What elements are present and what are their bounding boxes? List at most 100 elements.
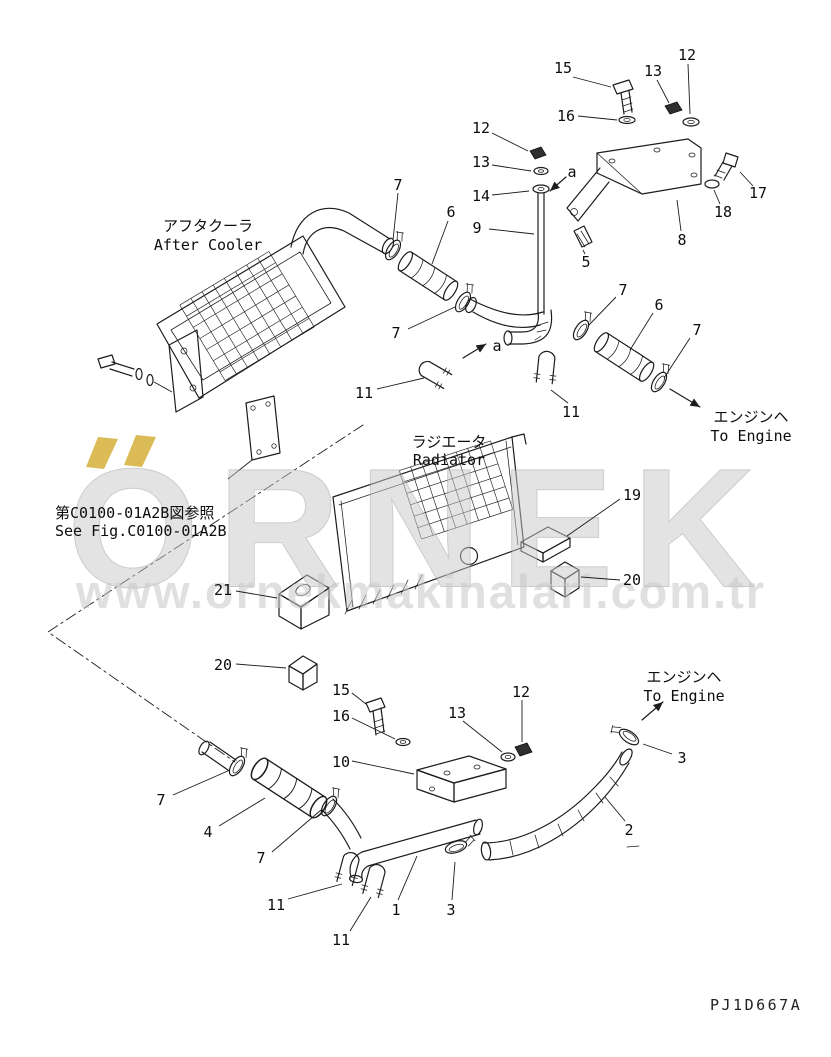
radiator-drawing	[332, 433, 527, 615]
callout-17: 17	[749, 184, 767, 202]
view-marker-a-top: a	[567, 163, 576, 181]
callout-9: 9	[472, 219, 481, 237]
diagram-line-art	[47, 79, 739, 899]
callout-5: 5	[581, 253, 590, 271]
to-engine-arrow-top	[669, 388, 701, 408]
callout-13: 13	[472, 153, 490, 171]
after-cooler-drawing	[97, 207, 395, 413]
callout-12: 12	[678, 46, 696, 64]
leader-line-20	[580, 576, 621, 581]
leader-line-9	[488, 228, 535, 235]
callout-12: 12	[472, 119, 490, 137]
leader-line-11	[349, 896, 372, 932]
radiator-label-en: Radiator	[413, 451, 485, 469]
mount-block-20-left	[288, 655, 318, 691]
view-arrow-a-top	[549, 176, 567, 192]
leader-line-14	[491, 190, 530, 196]
leader-line-11	[550, 389, 569, 404]
leader-line-18	[713, 189, 721, 205]
hose-2	[480, 748, 640, 861]
leader-line-8	[676, 199, 682, 232]
after-cooler-label-jp: アフタクーラ	[163, 217, 253, 235]
callout-11: 11	[332, 931, 350, 949]
rod-9-assembly	[529, 146, 550, 315]
pipe-bend	[321, 798, 362, 850]
callout-16: 16	[557, 107, 575, 125]
pipe-1	[348, 818, 483, 884]
hose-clamp-3	[608, 720, 642, 750]
washer-12-top	[682, 117, 700, 127]
watermark: ORNEK www.ornekmakinalari.com.tr	[67, 433, 764, 623]
callout-10: 10	[332, 753, 350, 771]
leader-line-2	[604, 796, 626, 822]
leader-line-15	[351, 692, 367, 705]
hose-6	[394, 249, 462, 303]
leader-line-10	[351, 760, 415, 775]
callout-6: 6	[654, 296, 663, 314]
to-engine-bottom-label-jp: エンジンヘ	[646, 668, 721, 686]
callout-15: 15	[332, 681, 350, 699]
washer-13-bottom	[500, 752, 516, 762]
callout-18: 18	[714, 203, 732, 221]
leader-line-7	[172, 769, 231, 796]
mount-block-19	[520, 526, 571, 563]
to-engine-bottom-label-en: To Engine	[643, 687, 724, 705]
connecting-pipe	[465, 296, 544, 329]
callout-13: 13	[448, 704, 466, 722]
pipe-elbow	[503, 309, 553, 346]
mount-block-20-right	[550, 561, 580, 598]
nut-13-top	[664, 101, 683, 115]
drawing-code: PJ1D667A	[710, 996, 802, 1014]
callout-13: 13	[644, 62, 662, 80]
bolt-17	[704, 152, 739, 189]
stud-5	[573, 225, 593, 248]
hose-clamp-7	[568, 308, 598, 343]
to-engine-arrow-bottom	[641, 701, 664, 721]
leader-line-11	[287, 883, 343, 900]
callout-3: 3	[677, 749, 686, 767]
hose-4	[247, 754, 331, 822]
view-marker-a-mid: a	[492, 337, 501, 355]
ref-figure-label-jp: 第C0100-01A2B図参照	[55, 504, 214, 522]
ref-figure-label-en: See Fig.C0100-01A2B	[55, 522, 227, 540]
leader-line-7	[271, 809, 322, 853]
leader-line-12	[491, 132, 529, 152]
washer-16-bottom	[395, 737, 411, 747]
leader-line-3	[642, 743, 673, 755]
callout-7: 7	[391, 324, 400, 342]
mount-block-21	[278, 574, 330, 630]
leader-line-15	[572, 76, 612, 88]
callout-8: 8	[677, 231, 686, 249]
callout-1: 1	[391, 901, 400, 919]
washer-16-top	[618, 115, 636, 125]
callout-7: 7	[692, 321, 701, 339]
leader-line-16	[351, 717, 396, 740]
u-bolt-11	[359, 861, 391, 899]
callout-7: 7	[393, 176, 402, 194]
leader-line-13	[462, 720, 503, 753]
callout-11: 11	[355, 384, 373, 402]
u-bolt-11	[414, 355, 454, 392]
callout-7: 7	[256, 849, 265, 867]
bolt-15-bottom	[365, 697, 386, 736]
bracket-8	[566, 138, 702, 222]
hose-clamp-7	[316, 784, 346, 819]
leader-line-21	[235, 590, 278, 599]
leader-line-17	[739, 171, 754, 187]
u-bolt-11	[333, 849, 365, 887]
view-arrow-a-mid	[462, 343, 487, 359]
callout-11: 11	[562, 403, 580, 421]
leader-line-19	[566, 498, 621, 537]
leader-line-11	[376, 377, 425, 390]
to-engine-top-label-en: To Engine	[710, 427, 791, 445]
callout-3: 3	[446, 901, 455, 919]
callout-12: 12	[512, 683, 530, 701]
reference-boundary-line	[47, 424, 364, 763]
leader-line-16	[577, 115, 618, 121]
leader-line-20	[235, 663, 287, 669]
leader-line-7	[392, 192, 399, 241]
leader-line-12	[687, 63, 691, 115]
